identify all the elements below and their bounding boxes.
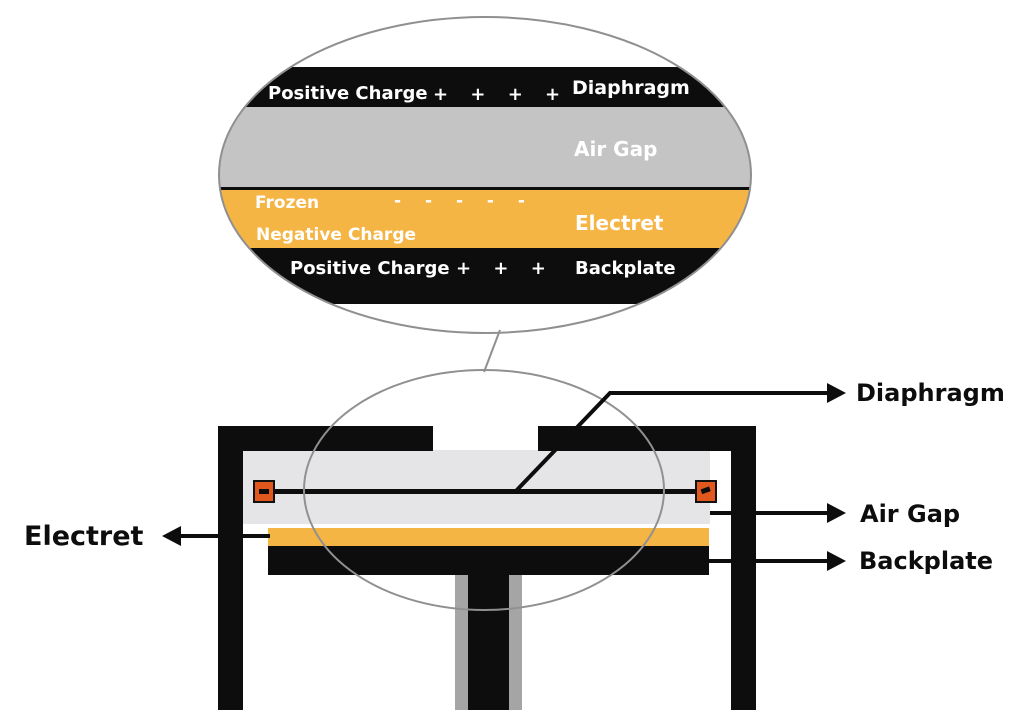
callout-backplate-label: Backplate	[859, 547, 993, 575]
magnifier-outline	[303, 369, 665, 611]
zoom-diaphragm-charge-label: Positive Charge	[268, 83, 428, 104]
electret-arrowhead	[162, 526, 181, 546]
air-gap-arrowhead	[827, 503, 846, 523]
zoom-backplate-label: Backplate	[575, 258, 676, 279]
callout-air-gap: Air Gap	[710, 500, 960, 528]
zoom-backplate-charge-label: Positive Charge	[290, 258, 450, 279]
zoom-electret-layer	[219, 190, 751, 248]
right-terminal-slot	[700, 486, 711, 495]
housing-left-wall	[218, 426, 243, 710]
electret-layer	[268, 528, 709, 546]
housing-right-wall	[731, 426, 756, 710]
callout-air-gap-label: Air Gap	[860, 500, 960, 528]
zoom-outline	[218, 16, 752, 334]
zoom-diaphragm-plus-signs: + + + +	[433, 84, 568, 105]
zoom-frozen-label: Frozen	[255, 193, 319, 213]
callout-backplate: Backplate	[709, 547, 993, 575]
callout-electret-label: Electret	[24, 521, 144, 552]
callout-electret: Electret	[24, 521, 270, 552]
diaphragm-pointer-line	[513, 391, 834, 494]
zoom-detail	[219, 17, 751, 333]
zoom-negative-signs: - - - - -	[394, 191, 534, 211]
callout-diaphragm-label: Diaphragm	[856, 379, 1005, 407]
zoom-diaphragm-label: Diaphragm	[572, 77, 690, 99]
stem	[468, 575, 509, 710]
zoom-connector-line	[483, 329, 501, 373]
air-gap-chamber	[243, 450, 710, 524]
zoom-divider-line	[219, 187, 751, 190]
zoom-air-gap-label: Air Gap	[574, 137, 657, 161]
zoom-backplate-plus-signs: + + +	[456, 258, 554, 279]
diaphragm-arrowhead	[827, 383, 846, 403]
housing-top-left	[218, 426, 433, 451]
backplate-arrowhead	[827, 551, 846, 571]
zoom-electret-label: Electret	[575, 211, 664, 235]
zoom-air-gap-layer	[219, 107, 751, 188]
diaphragm-line	[262, 489, 710, 494]
left-terminal-slot	[259, 489, 269, 494]
callout-diaphragm: Diaphragm	[513, 379, 1005, 494]
zoom-negative-charge-label: Negative Charge	[256, 225, 416, 245]
zoom-diaphragm-layer	[219, 67, 751, 107]
backplate	[268, 546, 709, 575]
microphone-cross-section	[218, 426, 756, 710]
